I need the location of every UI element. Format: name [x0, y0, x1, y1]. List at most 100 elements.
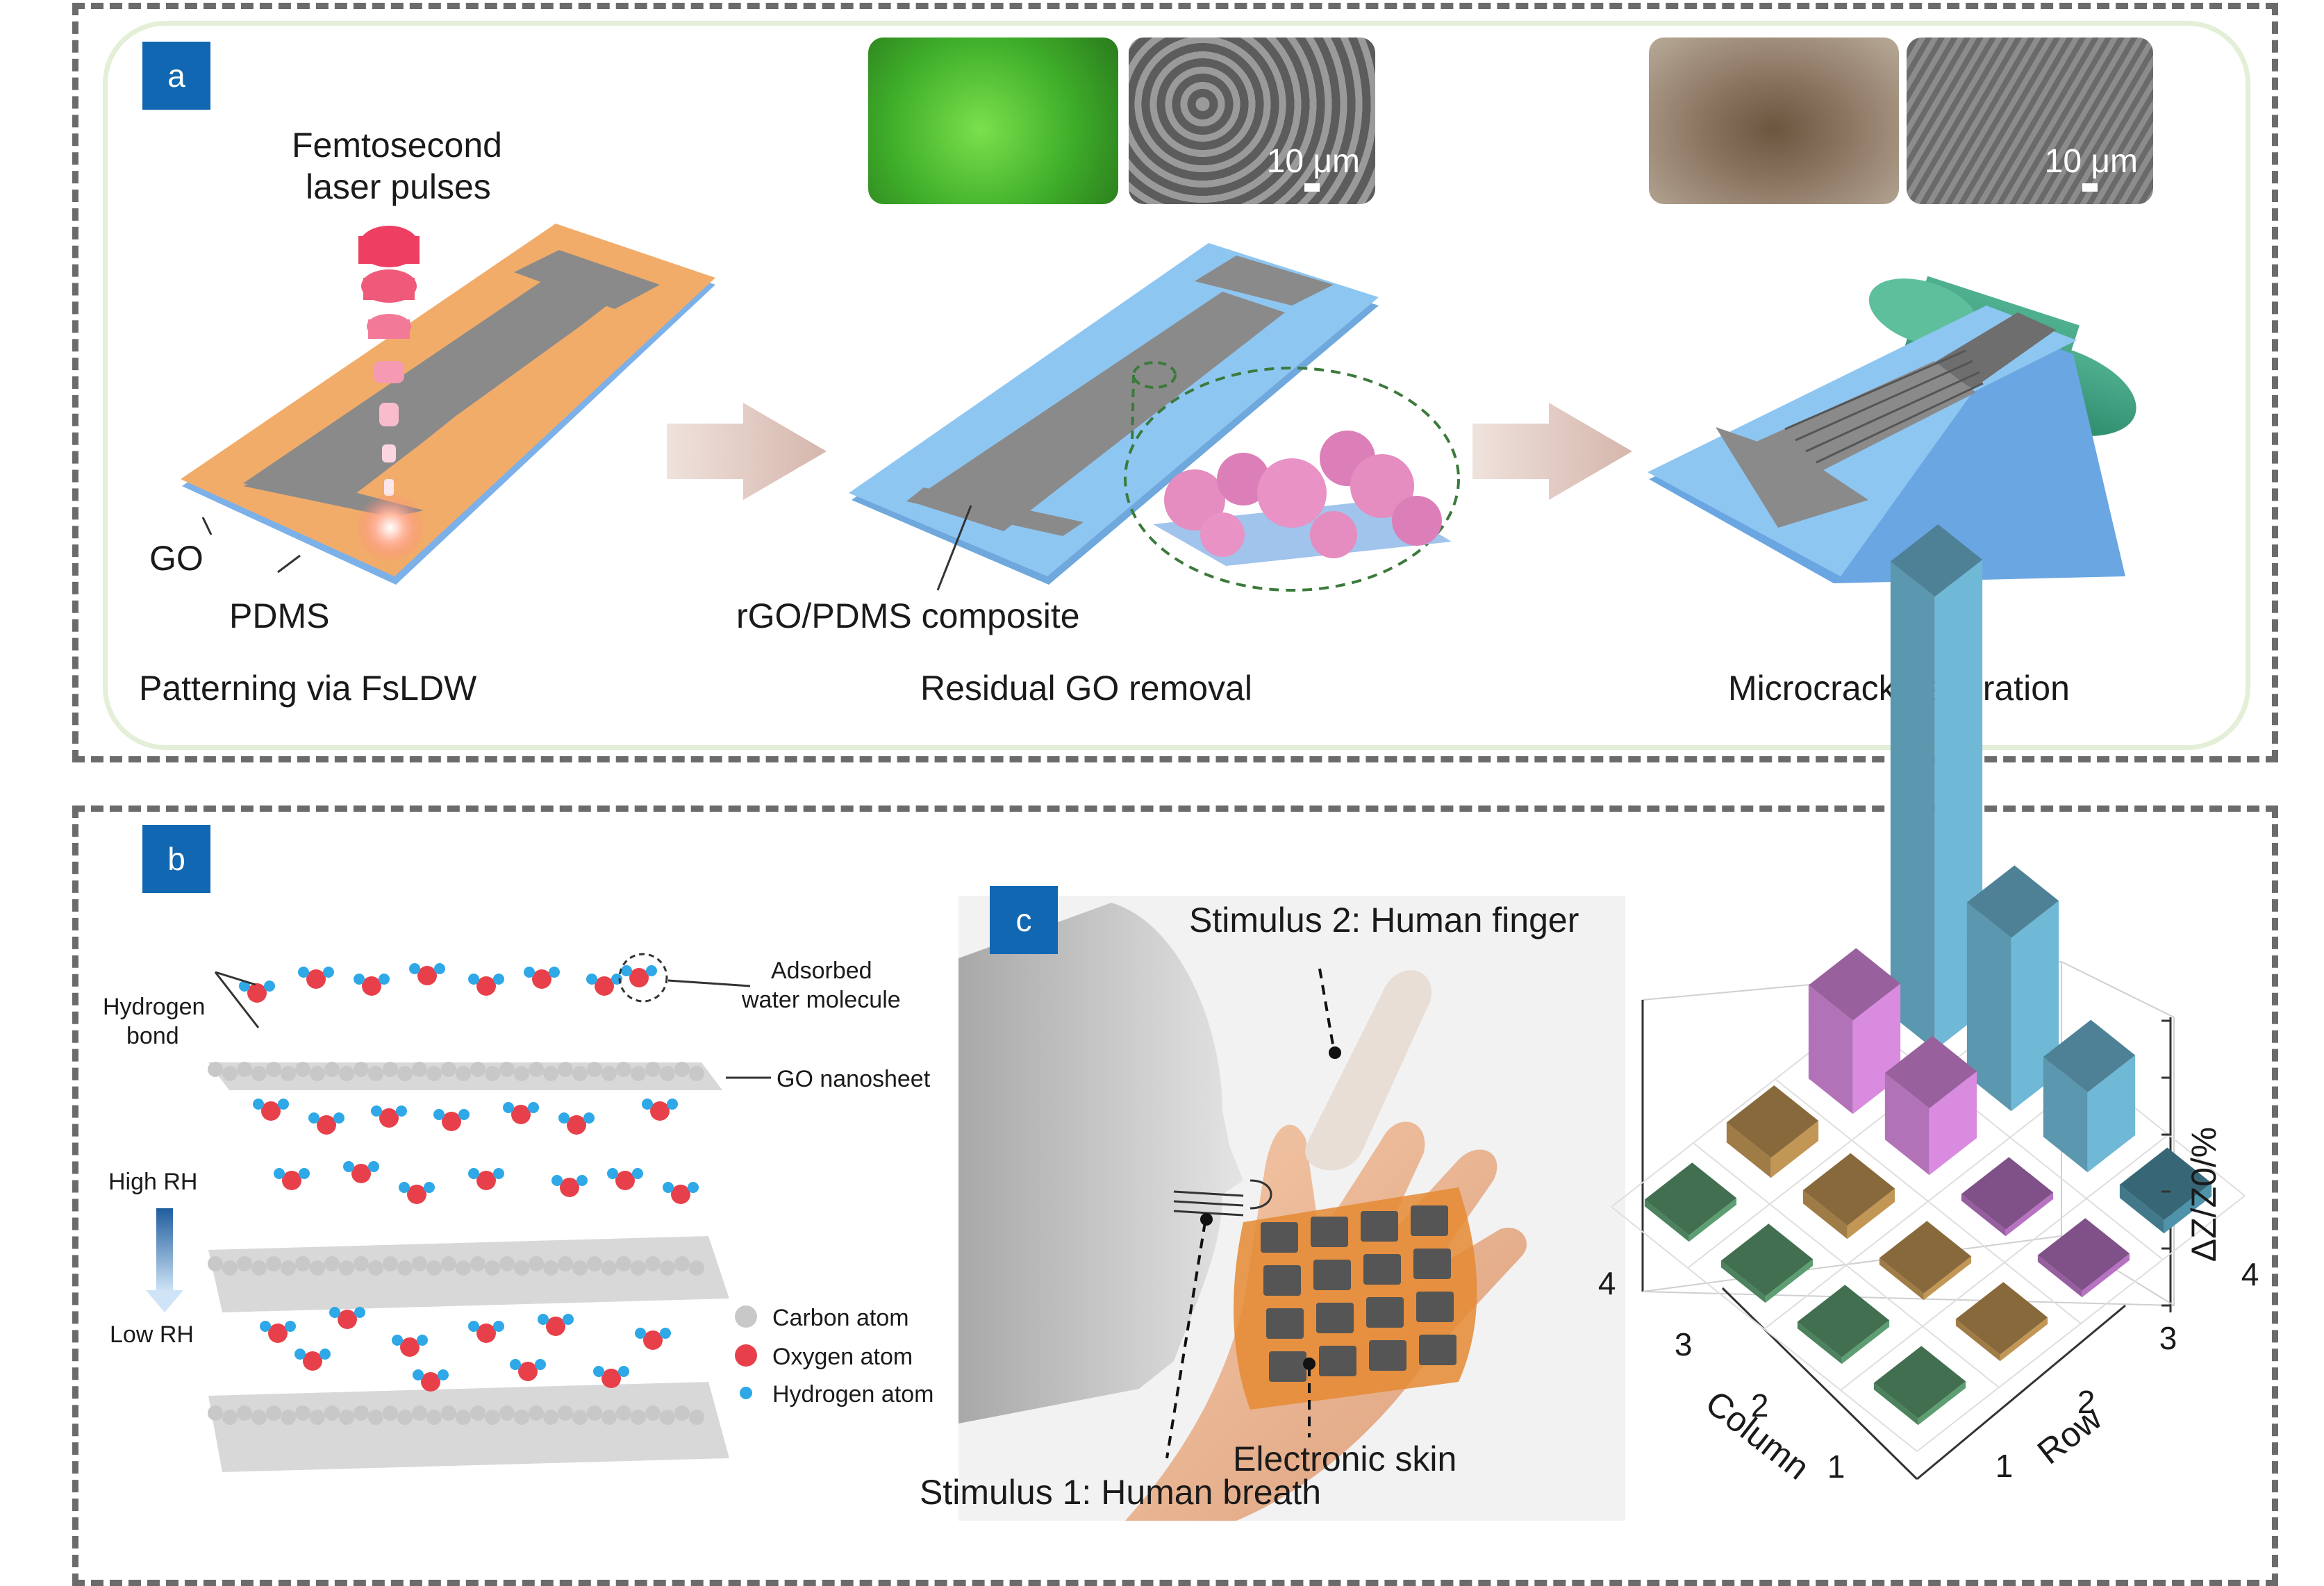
hydrogen-atom [663, 1182, 674, 1193]
hydrogen-atom [642, 1099, 653, 1110]
carbon-atom [572, 1066, 588, 1081]
carbon-atom [208, 1405, 223, 1421]
bar-col2-row2 [1879, 1221, 1972, 1301]
bar-face-left [1966, 902, 2011, 1112]
human-head [958, 903, 1243, 1424]
eskin-sensor-cell [1316, 1303, 1354, 1333]
bar-face-left [1955, 1319, 2000, 1362]
hbond-pointer-1 [215, 971, 256, 986]
carbon-atom [310, 1066, 325, 1081]
hydrogen-atom [660, 1328, 671, 1339]
legend-hydrogen-label: Hydrogen atom [772, 1381, 934, 1408]
eskin-sensor-cell [1313, 1260, 1351, 1290]
carbon-atom [485, 1260, 500, 1276]
go-label: GO [149, 539, 204, 578]
hydrogen-atom [493, 1321, 504, 1332]
bar-face-right [1841, 1320, 1890, 1364]
x-tick-label: 1 [1827, 1449, 1845, 1485]
bar-face-top [1720, 1224, 1813, 1296]
carbon-atom [383, 1062, 398, 1077]
bar-col2-row3 [1961, 1157, 2054, 1237]
bar-col3-row1 [1720, 1224, 1813, 1303]
carbon-atom [368, 1260, 383, 1276]
floor-grid-line [1775, 1078, 2082, 1324]
oxygen-atom [476, 1171, 496, 1190]
oxygen-atom [650, 1101, 670, 1121]
human-finger [1305, 970, 1432, 1171]
oxygen-atom [351, 1164, 371, 1183]
eskin-sensor-cell [1413, 1249, 1451, 1279]
bar-face-right [1929, 1071, 1977, 1176]
hydrogen-atom [468, 1168, 479, 1179]
process-arrow-1 [667, 403, 827, 500]
carbon-atom [689, 1066, 704, 1081]
x-tick-label: 2 [1751, 1387, 1769, 1424]
carbon-atom [601, 1066, 617, 1081]
bar-col1-row4 [2119, 1147, 2212, 1234]
hydrogen-atom [253, 1099, 264, 1110]
bar-face-top [1873, 1346, 1966, 1419]
carbon-atom [543, 1410, 558, 1425]
carbon-atom [295, 1256, 310, 1271]
bar-col1-row2 [1955, 1282, 2048, 1362]
hydrogen-atom [576, 1175, 588, 1186]
carbon-atom [456, 1410, 471, 1425]
bar-face-left [1644, 1199, 1689, 1242]
bar-face-left [1884, 1073, 1929, 1176]
hydrogen-atom [409, 963, 420, 974]
hydrogen-atom [468, 1321, 479, 1332]
oxygen-atom [379, 1108, 399, 1128]
hydrogen-atom [667, 1099, 678, 1110]
carbon-atom [426, 1410, 442, 1425]
carbon-atom [266, 1256, 281, 1271]
bar-face-top [1879, 1221, 1972, 1294]
oxygen-atom [671, 1185, 690, 1204]
carbon-atom [266, 1062, 281, 1077]
hydrogen-atom [607, 1168, 618, 1179]
hydrogen-atom [260, 1321, 271, 1332]
carbon-atom [237, 1405, 252, 1421]
bar-face-left [1808, 985, 1853, 1115]
carbon-atom [368, 1410, 383, 1425]
bar-col1-row1 [1873, 1346, 1966, 1426]
eskin-sensor-cell [1266, 1308, 1304, 1339]
carbon-atom [354, 1405, 369, 1421]
hydrogen-atom [558, 1112, 570, 1124]
hydrogen-atom [493, 974, 504, 985]
stimulus2-dot [1329, 1046, 1341, 1059]
lotus-scale-bar-label: 10 μm [1266, 143, 1360, 180]
bar-face-left [1873, 1383, 1918, 1426]
legend-oxygen-label: Oxygen atom [772, 1344, 913, 1370]
carbon-atom [281, 1260, 296, 1276]
high-rh-label: High RH [108, 1169, 198, 1195]
carbon-atom [689, 1260, 704, 1276]
carbon-atom [412, 1256, 427, 1271]
hydrogen-atom [583, 1112, 595, 1124]
eskin-dot [1303, 1358, 1315, 1370]
eskin-sensor-cell [1369, 1340, 1406, 1371]
bent-sensor [1647, 276, 2136, 583]
carbon-atom [674, 1405, 690, 1421]
bar-face-right [2005, 1192, 2054, 1237]
bar-face-top [1961, 1157, 2054, 1230]
bar-face-left [1720, 1260, 1766, 1303]
carbon-atom [222, 1260, 238, 1276]
carbon-atom [281, 1410, 296, 1425]
bar-col2-row1 [1797, 1285, 1890, 1364]
bar-face-right [2082, 1253, 2130, 1298]
carbon-atom [616, 1405, 631, 1421]
hydrogen-atom [354, 974, 365, 985]
carbon-atom [354, 1256, 369, 1271]
oxygen-atom [317, 1115, 336, 1135]
hydrogen-atom [298, 967, 309, 978]
carbon-atom [660, 1410, 675, 1425]
carbon-atom [412, 1062, 427, 1077]
hydrogen-atom [368, 1161, 379, 1172]
oxygen-atom [476, 976, 496, 996]
panel-b-tag: b [142, 825, 210, 893]
hydrogen-atom [618, 1366, 629, 1377]
pdms-label: PDMS [229, 596, 330, 635]
oxygen-atom [601, 1369, 621, 1388]
oxygen-atom [400, 1337, 420, 1357]
